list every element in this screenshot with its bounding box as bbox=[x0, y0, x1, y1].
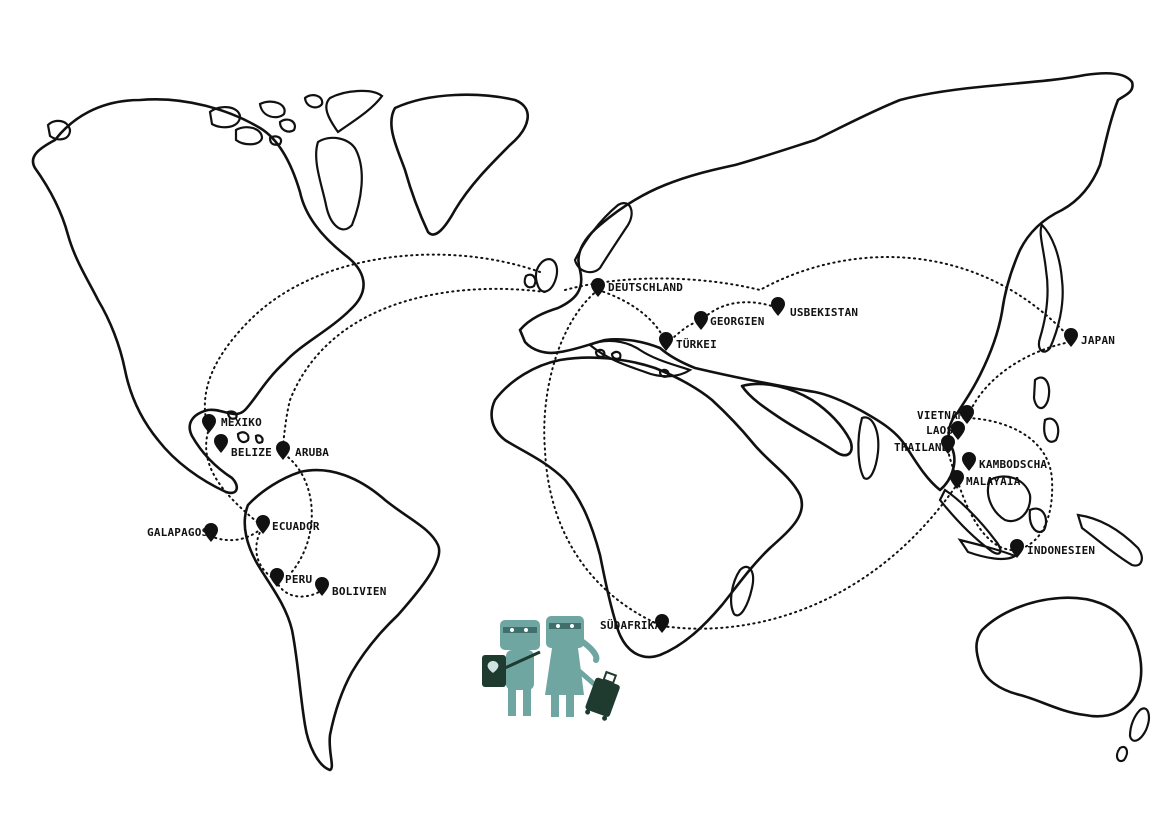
japan-outline bbox=[1037, 223, 1064, 353]
india-outline bbox=[857, 416, 880, 480]
greenland-outline bbox=[390, 93, 530, 236]
traveler-mascot-icon bbox=[545, 616, 620, 721]
marker-galapagos[interactable]: GALAPAGOS bbox=[147, 523, 218, 542]
scandinavia-outline bbox=[573, 202, 633, 274]
british-isles-outline bbox=[523, 258, 559, 293]
caribbean-islands bbox=[226, 410, 264, 444]
marker-belize[interactable]: BELIZE bbox=[214, 434, 272, 459]
place-label: KAMBODSCHA bbox=[979, 458, 1047, 471]
location-pin-icon bbox=[960, 405, 974, 424]
location-pin-icon bbox=[276, 441, 290, 460]
location-pin-icon bbox=[950, 470, 964, 489]
new-zealand-outline bbox=[1115, 707, 1150, 763]
alaska-outline bbox=[46, 119, 72, 141]
marker-kambodscha[interactable]: KAMBODSCHA bbox=[962, 452, 1047, 471]
place-label: INDONESIEN bbox=[1027, 544, 1095, 557]
place-label: DEUTSCHLAND bbox=[608, 281, 683, 294]
continent-outlines bbox=[31, 71, 1150, 772]
africa-outline bbox=[490, 356, 804, 659]
location-pin-icon bbox=[1010, 539, 1024, 558]
location-pin-icon bbox=[270, 568, 284, 587]
marker-thailand[interactable]: THAILAND bbox=[894, 435, 955, 454]
location-pin-icon bbox=[214, 434, 228, 453]
marker-japan[interactable]: JAPAN bbox=[1064, 328, 1115, 347]
location-pin-icon bbox=[951, 421, 965, 440]
location-pin-icon bbox=[315, 577, 329, 596]
place-label: MEXIKO bbox=[221, 416, 262, 429]
route-suedafrika-indonesien bbox=[661, 479, 961, 630]
marker-indonesien[interactable]: INDONESIEN bbox=[1010, 539, 1095, 558]
place-label: JAPAN bbox=[1081, 334, 1115, 347]
location-pin-icon bbox=[591, 278, 605, 297]
route-europe-aruba bbox=[281, 287, 546, 453]
south-america-outline bbox=[243, 468, 441, 772]
place-label: PERU bbox=[285, 573, 312, 586]
location-pin-icon bbox=[202, 414, 216, 433]
location-pin-icon bbox=[941, 435, 955, 454]
location-pin-icon bbox=[694, 311, 708, 330]
route-europe-japan bbox=[564, 256, 1071, 339]
place-label: VIETNAM bbox=[917, 409, 965, 422]
location-pin-icon bbox=[962, 452, 976, 471]
marker-georgien[interactable]: GEORGIEN bbox=[694, 311, 765, 330]
location-pin-icon bbox=[659, 332, 673, 351]
marker-peru[interactable]: PERU bbox=[270, 568, 312, 587]
place-label: GALAPAGOS bbox=[147, 526, 208, 539]
place-markers: MEXIKO BELIZE ARUBA GALAPAGOS ECUADOR PE… bbox=[147, 278, 1115, 633]
place-label: MALAYAIA bbox=[966, 475, 1021, 488]
route-deutschland-tuerkei bbox=[597, 289, 667, 345]
place-label: BOLIVIEN bbox=[332, 585, 387, 598]
marker-suedafrika[interactable]: SÜDAFRIKA bbox=[600, 614, 669, 633]
location-pin-icon bbox=[1064, 328, 1078, 347]
route-mexiko-ecuador bbox=[205, 431, 263, 527]
place-label: TÜRKEI bbox=[676, 337, 717, 351]
new-guinea-outline bbox=[1076, 513, 1143, 567]
route-georgien-usbekistan bbox=[699, 301, 779, 323]
place-label: USBEKISTAN bbox=[790, 306, 858, 319]
marker-mexiko[interactable]: MEXIKO bbox=[202, 414, 262, 433]
marker-aruba[interactable]: ARUBA bbox=[276, 441, 329, 460]
route-africa-loop bbox=[543, 289, 663, 627]
place-label: ARUBA bbox=[295, 446, 329, 459]
location-pin-icon bbox=[655, 614, 669, 633]
southeast-asia-islands bbox=[938, 376, 1060, 561]
marker-usbekistan[interactable]: USBEKISTAN bbox=[771, 297, 858, 319]
location-pin-icon bbox=[204, 523, 218, 542]
marker-ecuador[interactable]: ECUADOR bbox=[256, 515, 320, 534]
madagascar-outline bbox=[730, 565, 755, 617]
mediterranean-outline bbox=[587, 339, 693, 378]
route-japan-vietnam bbox=[967, 341, 1071, 417]
place-label: ECUADOR bbox=[272, 520, 320, 533]
marker-vietnam[interactable]: VIETNAM bbox=[917, 405, 974, 424]
route-aruba-ecuador bbox=[283, 453, 313, 575]
place-label: GEORGIEN bbox=[710, 315, 765, 328]
marker-tuerkei[interactable]: TÜRKEI bbox=[659, 332, 717, 351]
suitcase-icon bbox=[585, 670, 620, 721]
route-galapagos-ecuador bbox=[209, 527, 263, 542]
arabia-outline bbox=[740, 382, 853, 457]
marker-laos[interactable]: LAOS bbox=[926, 421, 965, 440]
australia-outline bbox=[975, 596, 1143, 718]
route-europe-mexico bbox=[203, 253, 541, 429]
marker-deutschland[interactable]: DEUTSCHLAND bbox=[591, 278, 683, 297]
place-label: SÜDAFRIKA bbox=[600, 618, 662, 632]
place-label: THAILAND bbox=[894, 441, 949, 454]
north-america-outline bbox=[31, 98, 365, 495]
place-label: BELIZE bbox=[231, 446, 272, 459]
arctic-islands bbox=[208, 89, 384, 231]
location-pin-icon bbox=[771, 297, 785, 316]
location-pin-icon bbox=[256, 515, 270, 534]
marker-malayaia[interactable]: MALAYAIA bbox=[950, 470, 1021, 489]
marker-bolivien[interactable]: BOLIVIEN bbox=[315, 577, 387, 598]
traveler-mascots bbox=[482, 616, 620, 721]
eurasia-outline bbox=[518, 71, 1134, 492]
traveler-mascot-icon bbox=[482, 620, 541, 716]
place-label: LAOS bbox=[926, 424, 953, 437]
